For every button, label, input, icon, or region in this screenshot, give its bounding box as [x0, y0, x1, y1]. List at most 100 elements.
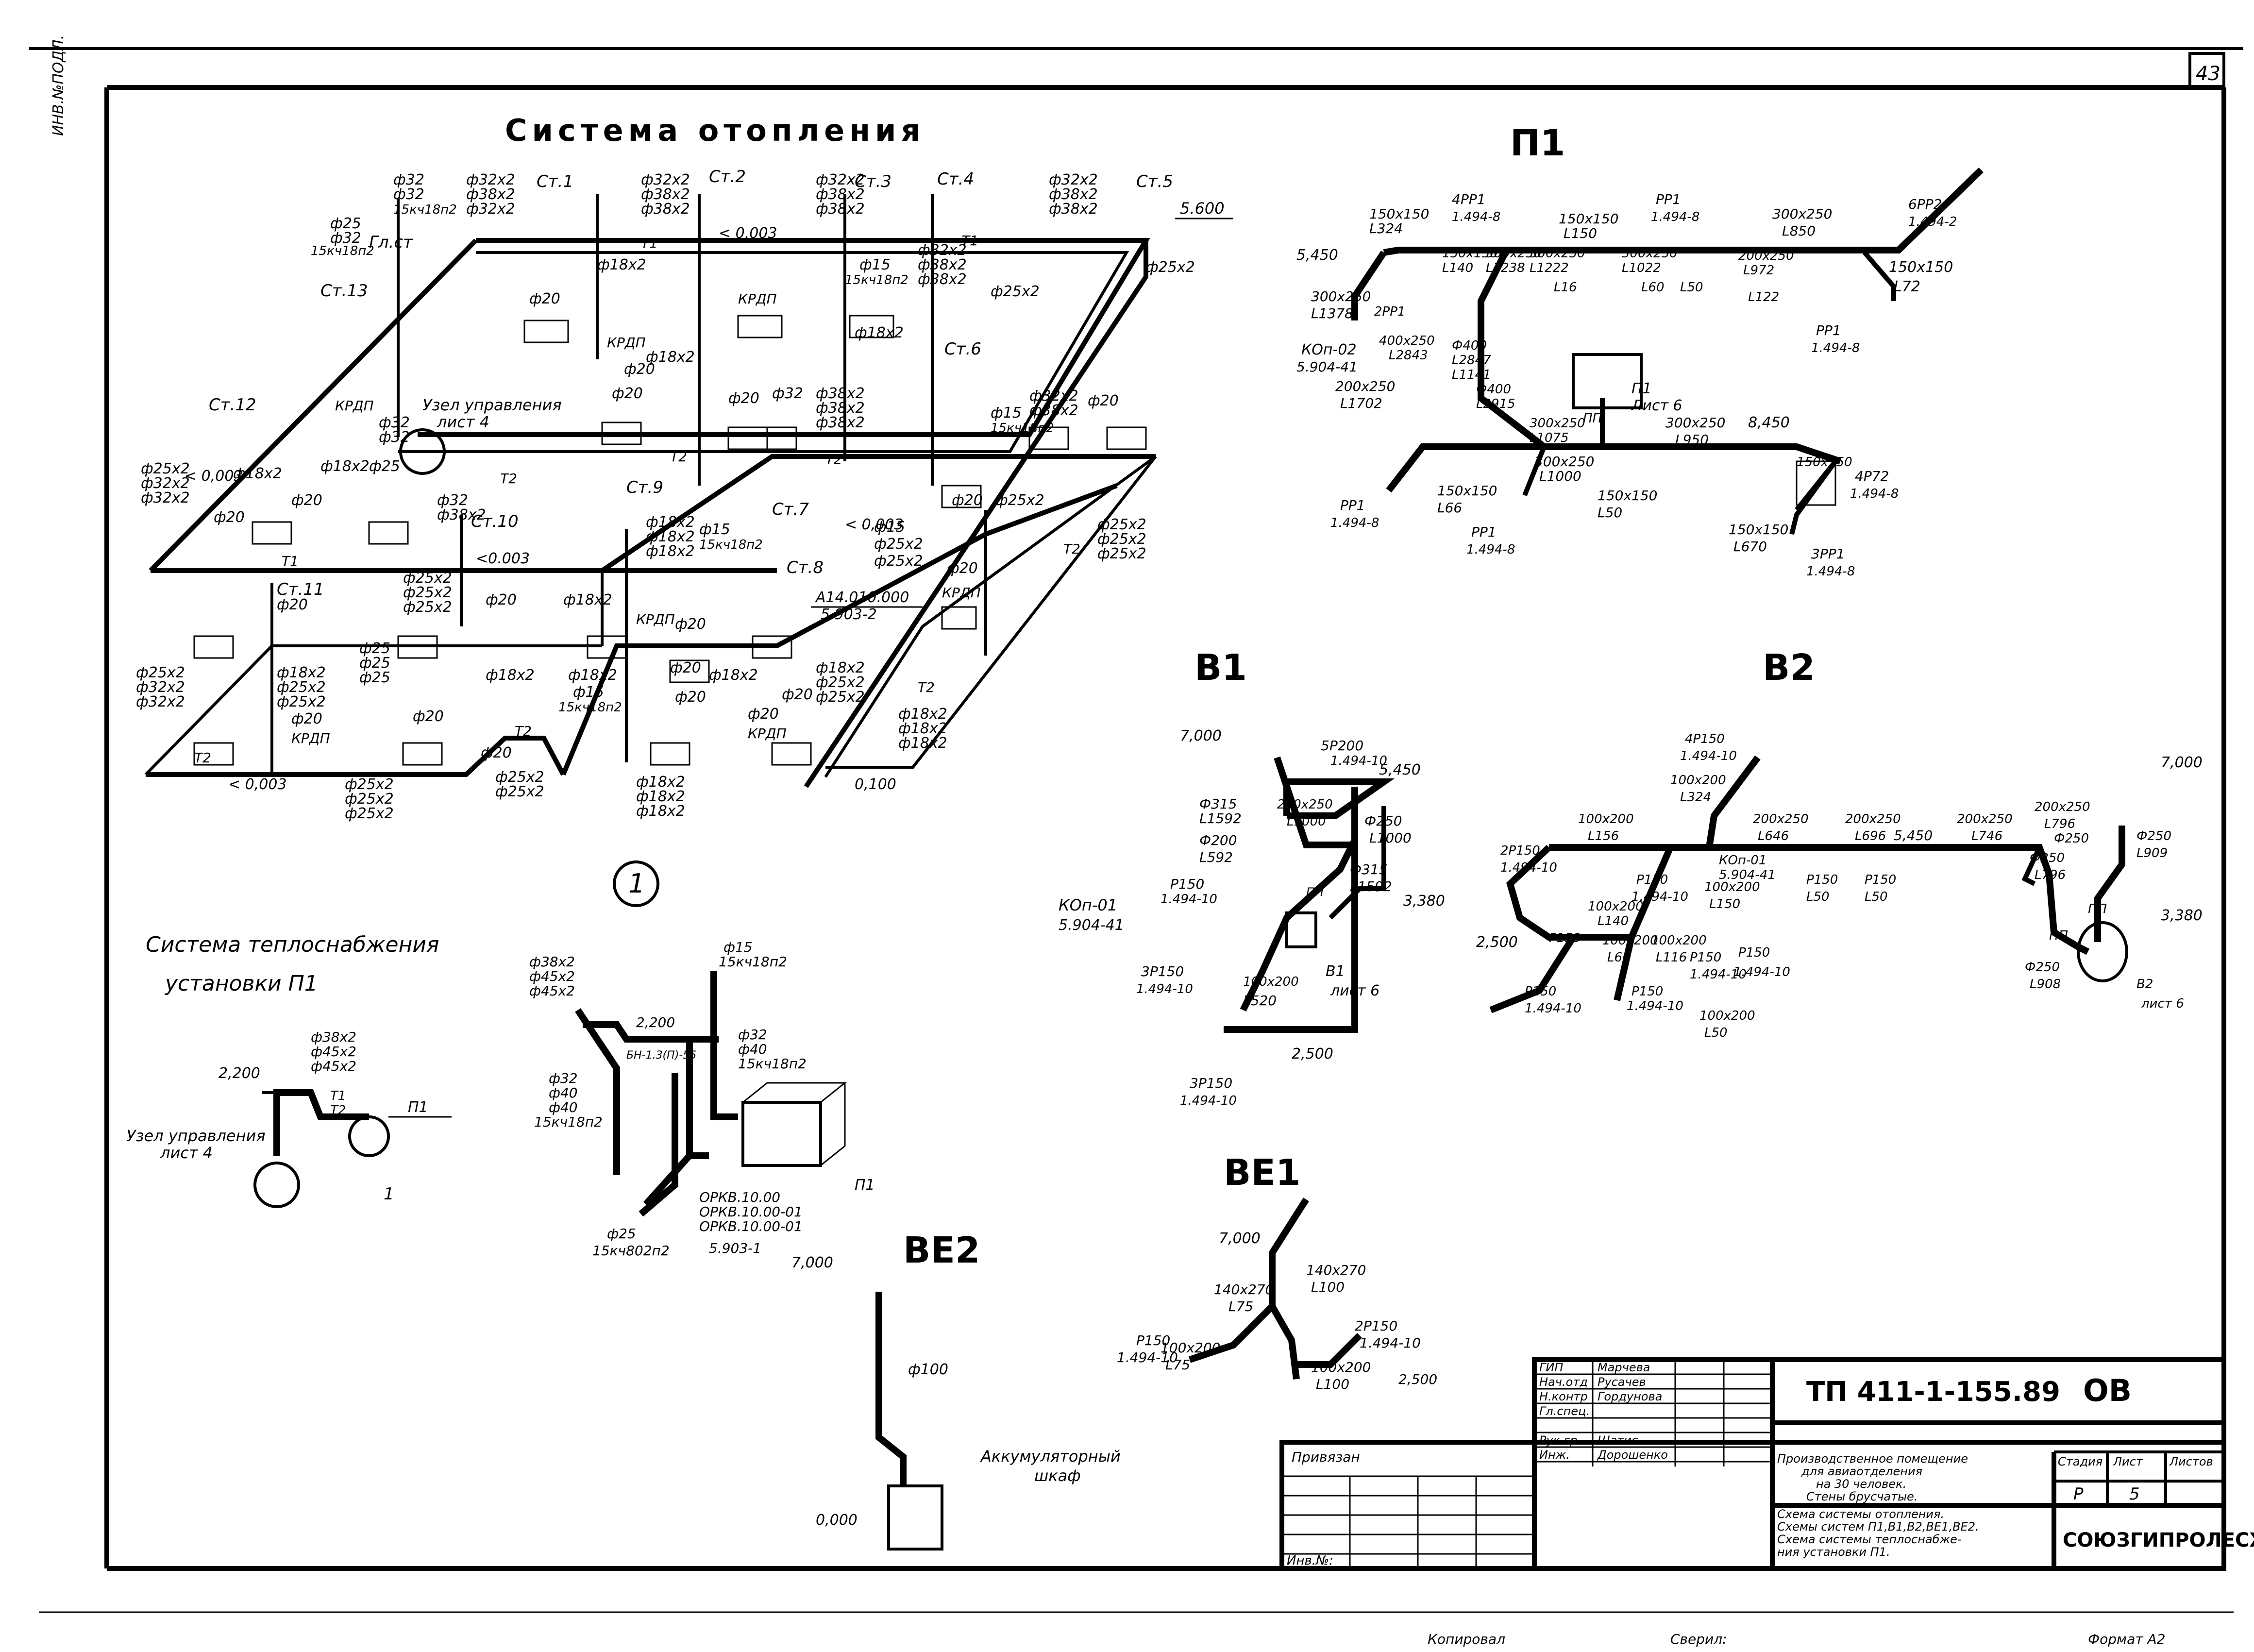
pipe-label-35: ф38x2 — [816, 414, 865, 431]
p1-dev-15: 3РР1 — [1811, 546, 1845, 562]
b2-item-1: 4Р150 — [1685, 732, 1725, 746]
pipe-label-43: ф25x2 — [1097, 545, 1146, 562]
be1-item-10: 1.494-10 — [1360, 1335, 1421, 1351]
p1-duct-14: L850 — [1782, 223, 1816, 239]
pipe-label-40: 15кч18п2 — [991, 421, 1054, 436]
detail-pipe-16: ОРКВ.10.00-01 — [699, 1204, 803, 1220]
b2-item-21: L796 — [2035, 868, 2066, 882]
pipe-label-34: ф38x2 — [816, 400, 865, 417]
b2-item-30: Р150 — [1865, 873, 1896, 887]
p1-duct-34: L50 — [1598, 505, 1622, 521]
be1-item-6: 1.494-10 — [1117, 1349, 1178, 1365]
stamp-desc-2: для авиаотделения — [1801, 1465, 1922, 1478]
p1-duct-22: L2843 — [1389, 348, 1428, 363]
p1-dev-4: 1.494-8 — [1651, 210, 1699, 224]
supply-t2: Т2 — [330, 1103, 346, 1118]
pipe-label-3: ф18x2 — [646, 349, 695, 366]
pipe-label-79: ф18x2 — [636, 788, 685, 805]
p1-duct-17: 150x150 — [1889, 259, 1953, 276]
stamp-role-3: Н.контр — [1539, 1390, 1588, 1403]
pipe-label-74: ф25x2 — [816, 689, 865, 706]
b2-item-53: 1.494-10 — [1627, 999, 1683, 1013]
detail-pipe-12: 15кч18п2 — [534, 1114, 603, 1130]
pipe-label-55: ф25 — [369, 458, 400, 475]
level-top-loop: < 0.003 — [719, 225, 777, 242]
b1-item-22: 1.494-10 — [1180, 1094, 1237, 1108]
detail-pipe-4: ф15 — [723, 939, 753, 955]
footer-format: Формат А2 — [2088, 1631, 2165, 1647]
pipe-label-63: ф20 — [486, 591, 517, 608]
b1-item-18: 1.494-10 — [1136, 982, 1193, 996]
code-t2-f: Т2 — [1063, 541, 1080, 557]
level-mid: <0.003 — [476, 550, 530, 567]
b2-item-12: L696 — [1855, 829, 1886, 843]
level-bottom: < 0,003 — [228, 776, 287, 793]
b2-item-3: 100x200 — [1670, 773, 1726, 788]
p1-unit-sheet: Лист 6 — [1631, 397, 1682, 414]
p1-duct-25: Ф400 — [1476, 382, 1511, 397]
riser-st9: Ст.9 — [626, 478, 663, 497]
footer-checked: Сверил: — [1670, 1631, 1727, 1647]
pipe-label-62: ф25x2 — [403, 599, 452, 616]
detail-pipe-6: ф32 — [738, 1027, 767, 1043]
b1-item-9: Р150 — [1170, 876, 1204, 892]
pipe-label-42: ф25x2 — [1097, 531, 1146, 548]
pipe-label-97: ф20 — [413, 708, 444, 725]
level-left: < 0,003 — [185, 468, 243, 485]
detail-pipe-5: 15кч18п2 — [719, 954, 787, 970]
pipe-label-104: ф20 — [481, 744, 512, 761]
p1-dev-6: 1.494-2 — [1908, 215, 1957, 229]
pipe-label-38: ф20 — [1088, 392, 1119, 409]
pipe-label-4: ф25x2 — [1146, 259, 1195, 276]
sheet-frame: 43 ИНВ.№ПОДЛ. — [29, 35, 2243, 1613]
be1-item-12: L100 — [1316, 1376, 1349, 1392]
p1-duct-21: 400x250 — [1379, 334, 1435, 348]
p1-dev-11: РР1 — [1471, 524, 1497, 540]
b2-item-9: 200x250 — [1753, 812, 1809, 826]
riser-st13: Ст.13 — [320, 281, 368, 301]
pipe-label-88: ф32x2 — [136, 693, 185, 710]
stamp-mark: ОВ — [2083, 1373, 2132, 1408]
p1-duct-41: L16 — [1554, 280, 1577, 295]
be1-item-7: 100x200 — [1161, 1340, 1220, 1356]
heating-system-diagram: Система отопления — [136, 113, 1233, 907]
pipe-label-83: ф25x2 — [345, 805, 394, 822]
pipe-label-72: ф18x2 — [816, 659, 865, 676]
stamp-desc-3: на 30 человек. — [1816, 1477, 1906, 1491]
pipe-label-78: ф18x2 — [636, 774, 685, 791]
b1-item-19: 100x200 — [1243, 975, 1299, 989]
b2-item-49: ПП — [2088, 902, 2107, 916]
detail-pipe-19: БН-1.3(П)-55 — [626, 1049, 696, 1062]
riser-st6: Ст.6 — [944, 339, 981, 359]
stamp-org: СОЮЗГИПРОЛЕСХОЗ — [2063, 1529, 2254, 1551]
pipe-label-101: ф20 — [675, 616, 706, 633]
code-t1-c: Т1 — [282, 553, 299, 569]
title-block: ТП 411-1-155.89 ОВ ГИП Нач.отд Н.контр Г… — [1279, 1357, 2254, 1571]
be1-item-9: 2Р150 — [1355, 1318, 1397, 1334]
b1-title: В1 — [1194, 647, 1247, 689]
p1-duct-24: L2847 — [1452, 353, 1491, 368]
b2-item-45: лист 6 — [2141, 996, 2184, 1011]
pipe-label-31: ф20 — [728, 390, 759, 407]
level-5600: 5.600 — [1180, 199, 1225, 218]
p1-duct-18: L72 — [1894, 278, 1920, 295]
code-t2-e: Т2 — [918, 679, 935, 695]
p1-duct-15: 200x250 — [1738, 249, 1794, 263]
stamp-name-3: Гордунова — [1598, 1390, 1662, 1403]
b1-item-23: В1 — [1326, 963, 1345, 980]
p1-dev-17: КОп-02 — [1301, 341, 1357, 358]
p1-duct-10: L1222 — [1530, 261, 1569, 275]
be1-level-2: 2,500 — [1398, 1371, 1437, 1387]
p1-dev-12: 1.494-8 — [1466, 542, 1515, 557]
detail-pipe-15: ОРКВ.10.00 — [699, 1189, 780, 1205]
b2-item-46: КОп-01 — [1719, 853, 1766, 868]
b1-item-4: L1000 — [1287, 814, 1326, 829]
pipe-label-81: ф25x2 — [345, 776, 394, 793]
pipe-label-84: ф25x2 — [495, 769, 544, 786]
pipe-label-61: ф25x2 — [403, 584, 452, 601]
b1-item-2: 1.494-10 — [1330, 754, 1387, 768]
p1-duct-1: 150x150 — [1369, 206, 1429, 222]
code-t2-b: Т2 — [825, 451, 842, 467]
pipe-label-36: ф32x2 — [1029, 388, 1078, 405]
b2-item-6: L156 — [1588, 829, 1619, 843]
